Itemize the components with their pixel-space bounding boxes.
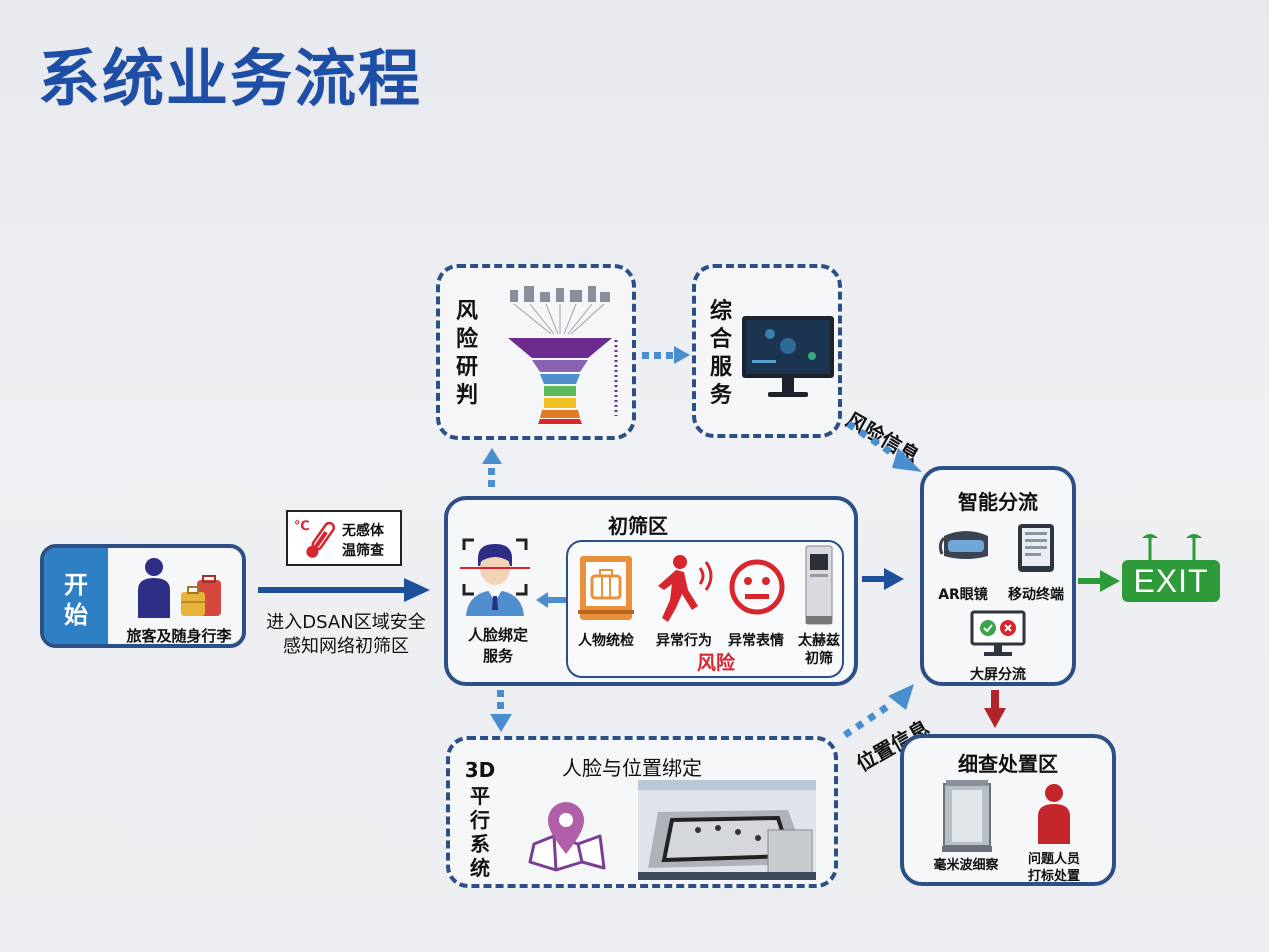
exit-sign-hanger [1142,534,1202,562]
face-binding-line2: 服务 [482,647,513,665]
luggage-scanner-icon [578,556,634,620]
diversion-to-inspection-arrow [984,690,1006,728]
entry-text-line2: 感知网络初筛区 [283,636,409,657]
temperature-line1: 无感体 [342,523,384,539]
start-label: 开始 [64,571,88,629]
start-caption: 旅客及随身行李 [126,627,232,645]
monitor-check-icon [970,610,1026,656]
location-pin-icon [528,802,606,872]
prescreen-to-3d-arrow [490,690,512,732]
entry-text-line1: 进入DSAN区域安全 [266,612,426,633]
exit-sign: EXIT [1122,560,1220,602]
funnel-icon [508,286,618,424]
parallel-3d-title: 人脸与位置绑定 [562,756,702,780]
inspection-item-0: 毫米波细察 [933,858,999,873]
ar-glasses-icon [938,531,988,559]
parallel-3d-side-line1: 3D [464,758,496,782]
prescreen-area: 初筛区 人脸绑定 服务 人物统检 [444,496,858,686]
risk-analysis-label: 风险研判 [455,299,478,408]
item-label-3-line1: 太赫兹 [798,633,840,649]
item-label-3-line2: 初筛 [805,651,833,667]
monitor-icon [742,316,834,397]
inspection-item-1-line1: 问题人员 [1027,852,1080,867]
diversion-item-0: AR眼镜 [938,587,988,603]
terahertz-scanner-icon [805,545,833,625]
thermometer-icon: ℃ [294,519,336,558]
risk-label: 风险 [696,652,735,674]
svg-text:℃: ℃ [294,519,310,534]
running-person-icon [658,555,713,622]
exit-label: EXIT [1133,562,1209,599]
mmwave-scanner-icon [942,780,992,852]
temperature-line2: 温筛查 [342,543,384,559]
traveler-icon [138,558,170,618]
start-label-panel [44,548,108,644]
smart-diversion-box: 智能分流 AR眼镜 移动终端 大屏分流 [920,466,1076,686]
prescreen-to-analysis-arrow [482,448,502,487]
inspection-item-1-line2: 打标处置 [1027,869,1080,884]
risk-info-arrow [846,420,922,472]
entry-arrow [258,578,430,602]
prescreen-to-diversion-arrow [862,568,904,590]
person-red-icon [1038,784,1070,844]
parallel-3d-side-label: 3D 平行系统 [464,758,496,880]
integrated-service-box: 综合服务 [692,264,842,438]
item-label-2: 异常表情 [728,633,784,649]
inspection-box: 细查处置区 毫米波细察 问题人员 打标处置 [900,734,1116,886]
item-label-1: 异常行为 [656,633,712,649]
parallel-3d-box: 3D 平行系统 人脸与位置绑定 [446,736,838,888]
diversion-item-1: 移动终端 [1008,587,1064,603]
item-label-0: 人物统检 [578,633,634,649]
prescreen-title: 初筛区 [608,514,668,538]
face-scan-icon [460,538,530,616]
luggage-icon [181,575,221,616]
inspection-title: 细查处置区 [958,752,1058,776]
temperature-screening: ℃ 无感体 温筛查 [286,510,402,566]
face-binding-line1: 人脸绑定 [467,626,528,644]
neutral-face-icon [729,559,785,615]
3d-scene-screenshot [638,780,816,880]
risk-analysis-box: 风险研判 [436,264,636,440]
page-title: 系统业务流程 [38,42,423,115]
tablet-icon [1018,524,1054,572]
parallel-3d-side-line2: 平行系统 [470,784,490,880]
diversion-item-2: 大屏分流 [970,667,1026,683]
diversion-to-exit-arrow [1078,570,1120,592]
start-box: 开始 旅客及随身行李 [40,544,246,648]
detection-to-face-arrow [536,592,566,608]
analysis-to-service-arrow [642,346,690,364]
detection-box: 人物统检 异常行为 异常表情 太赫兹 初筛 风险 [566,540,844,678]
integrated-service-label: 综合服务 [709,299,732,408]
position-info-arrow [842,684,914,738]
smart-diversion-title: 智能分流 [958,490,1038,514]
